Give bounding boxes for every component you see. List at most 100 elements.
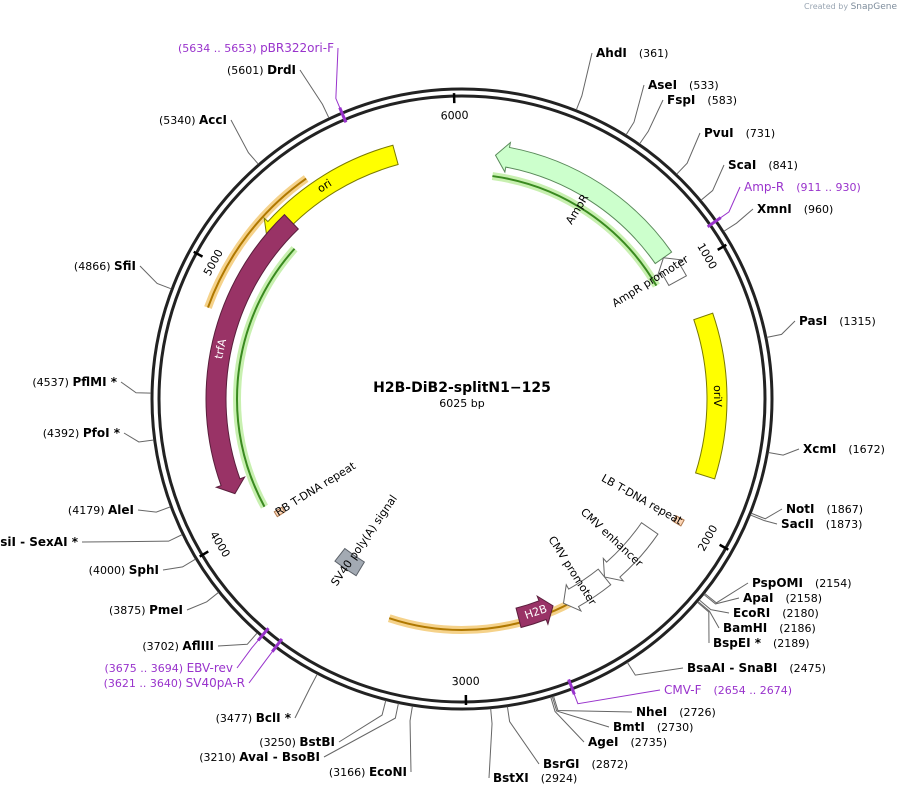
site-name: Amp-R xyxy=(744,180,784,194)
site-position: (3477) xyxy=(216,712,256,725)
primer-mark xyxy=(256,627,270,642)
site-label: (3250) BstBI xyxy=(259,735,335,749)
site-position: (583) xyxy=(707,94,737,107)
site-position: (4179) xyxy=(68,504,108,517)
site-label: (4537) PflMI * xyxy=(32,375,117,389)
site-position: (4866) xyxy=(74,260,114,273)
site-leader-line xyxy=(335,47,343,113)
site-leader-line xyxy=(299,69,330,119)
restriction-site: XcmI(1672) xyxy=(768,442,885,456)
site-leader-line xyxy=(723,208,754,232)
site-leader-line xyxy=(409,705,413,773)
site-position: (533) xyxy=(689,79,719,92)
site-label: (5340) AccI xyxy=(159,113,227,127)
site-label: BamHI(2186) xyxy=(723,621,816,635)
site-leader-line xyxy=(294,673,318,719)
restriction-site: BsrGI(2872) xyxy=(506,706,628,771)
site-name: NheI xyxy=(636,705,667,719)
site-label: XcmI(1672) xyxy=(803,442,885,456)
site-label: BmtI(2730) xyxy=(613,720,693,734)
site-position: (3702) xyxy=(142,640,182,653)
site-label: AgeI(2735) xyxy=(588,735,667,749)
site-label: ApaI(2158) xyxy=(743,591,822,605)
site-label: (3210) AvaI - BsoBI xyxy=(199,750,320,764)
site-label: ScaI(841) xyxy=(728,158,798,172)
site-name: BclI * xyxy=(256,711,292,725)
site-name: XmnI xyxy=(757,202,792,216)
site-name: AccI xyxy=(199,113,227,127)
site-name: CsiI xyxy=(0,535,16,549)
site-label: NheI(2726) xyxy=(636,705,716,719)
site-position: (4392) xyxy=(43,427,83,440)
site-position: (2475) xyxy=(789,662,826,675)
site-name: AgeI xyxy=(588,735,618,749)
site-label: XmnI (960) xyxy=(757,202,833,216)
site-position: (1315) xyxy=(839,315,876,328)
site-leader-line xyxy=(506,706,540,765)
restriction-site: AgeI(2735) xyxy=(550,696,667,749)
site-leader-line xyxy=(704,582,749,604)
site-position: (960) xyxy=(804,203,834,216)
site-name: BmtI xyxy=(613,720,645,734)
site-leader-line xyxy=(236,636,262,669)
feature-ampr-promoter xyxy=(656,257,688,287)
site-label: BsrGI(2872) xyxy=(543,757,628,771)
feature-ori xyxy=(263,144,399,239)
primer-mark xyxy=(706,216,722,229)
site-label: PasI(1315) xyxy=(799,314,876,328)
restriction-site: BamHI(2186) xyxy=(697,601,816,635)
restriction-site: SacII(1873) xyxy=(750,514,862,531)
site-position: (2189) xyxy=(773,637,810,650)
site-label: BspEI *(2189) xyxy=(713,636,810,650)
restriction-site: (4086) CsiI - SexAI * xyxy=(0,534,183,549)
restriction-site: (3210) AvaI - BsoBI xyxy=(199,703,399,764)
snapgene-credit: Created by SnapGene xyxy=(804,2,897,12)
site-name: ScaI xyxy=(728,158,756,172)
site-position: (2154) xyxy=(815,577,852,590)
site-label: (3621 .. 3640) SV40pA-R xyxy=(104,676,245,690)
site-name: SacII xyxy=(781,517,814,531)
site-leader-line xyxy=(338,700,387,743)
site-name: AvaI xyxy=(239,750,268,764)
coverage-arc-line xyxy=(388,596,582,631)
site-leader-line xyxy=(551,696,610,728)
tick-mark xyxy=(719,543,729,551)
site-position: (3621 .. 3640) xyxy=(104,677,186,690)
restriction-site: (4179) AleI xyxy=(68,503,171,517)
site-label: (3675 .. 3694) EBV-rev xyxy=(105,661,234,675)
site-name: PvuI xyxy=(704,126,734,140)
site-label: CMV-F(2654 .. 2674) xyxy=(664,683,792,697)
site-position: (1672) xyxy=(848,443,885,456)
site-name: AflIII xyxy=(182,639,214,653)
restriction-site: (4392) PfoI * xyxy=(43,426,154,443)
site-label: (3702) AflIII xyxy=(142,639,214,653)
site-label: NotI(1867) xyxy=(786,502,863,516)
coverage-arc-line xyxy=(207,177,307,308)
site-name: BamHI xyxy=(723,621,767,635)
primer-site: Amp-R (911 .. 930) xyxy=(706,180,861,229)
primer-site: (5634 .. 5653) pBR322ori-F xyxy=(178,41,348,123)
site-leader-line xyxy=(572,689,661,705)
map-title: H2B-DiB2-splitN1−125 xyxy=(373,380,551,396)
site-name: BsaAI xyxy=(687,661,725,675)
tick-label: 3000 xyxy=(452,675,480,688)
site-position: (3210) xyxy=(199,751,239,764)
site-leader-line xyxy=(751,508,783,520)
site-name: SfiI xyxy=(114,259,136,273)
site-leader-line xyxy=(766,320,796,338)
site-position: (3250) xyxy=(259,736,299,749)
coverage-arc xyxy=(204,175,309,309)
site-position: (911 .. 930) xyxy=(796,181,861,194)
primer-mark xyxy=(271,638,284,653)
site-leader-line xyxy=(697,601,720,629)
site-name: AseI xyxy=(648,78,677,92)
site-name: DrdI xyxy=(267,63,296,77)
feature-trfa xyxy=(205,213,300,495)
restriction-site: (3477) BclI * xyxy=(216,673,318,725)
site-name: BsrGI xyxy=(543,757,580,771)
tick-label: 4000 xyxy=(207,529,233,560)
site-layer: AhdI(361)AseI(533)FspI(583)PvuI(731)ScaI… xyxy=(0,41,885,785)
site-label: AseI (533) xyxy=(648,78,719,92)
site-label: FspI(583) xyxy=(667,93,737,107)
map-title-group: H2B-DiB2-splitN1−125 6025 bp xyxy=(373,380,551,410)
